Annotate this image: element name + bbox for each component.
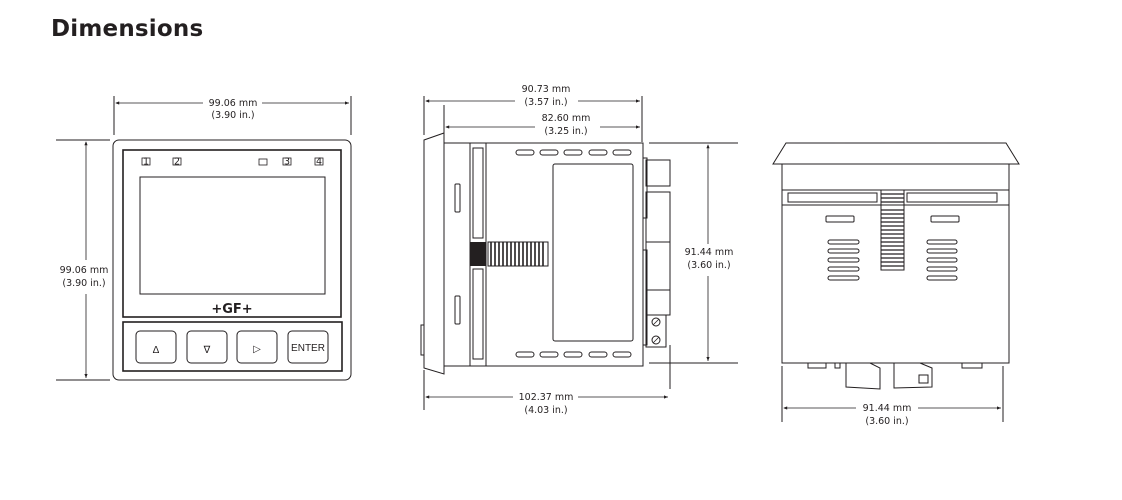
total-depth-dimension: 102.37 mm (4.03 in.) — [423, 370, 668, 416]
indicator-2: 2 — [174, 157, 180, 168]
front-height-in: (3.90 in.) — [62, 278, 105, 289]
overall-depth-dimension: 90.73 mm (3.57 in.) — [423, 84, 643, 142]
top-ribbed-clip — [880, 189, 905, 271]
front-height-mm: 99.06 mm — [60, 265, 109, 276]
front-width-mm: 99.06 mm — [209, 98, 258, 109]
top-width-mm: 91.44 mm — [863, 403, 912, 414]
up-triangle-icon: Δ — [153, 345, 160, 356]
side-bezel — [423, 132, 445, 375]
front-width-dimension: 99.06 mm (3.90 in.) — [113, 96, 352, 135]
indicator-1: 1 — [143, 157, 149, 168]
total-depth-in: (4.03 in.) — [524, 405, 567, 416]
top-width-dimension: 91.44 mm (3.60 in.) — [781, 366, 1004, 427]
mounting-clip — [470, 241, 549, 267]
side-view: 90.73 mm (3.57 in.) 82.60 mm (3.25 in.) — [420, 84, 738, 416]
front-width-in: (3.90 in.) — [211, 110, 254, 121]
top-view: 91.44 mm (3.60 in.) — [772, 142, 1020, 427]
front-view: 99.06 mm (3.90 in.) 99.06 mm (3.90 in.) … — [56, 96, 352, 381]
body-depth-mm: 82.60 mm — [542, 113, 591, 124]
front-bezel — [112, 139, 352, 381]
side-vents — [515, 149, 632, 358]
total-depth-mm: 102.37 mm — [519, 392, 574, 403]
lcd-screen — [139, 176, 326, 295]
overall-depth-in: (3.57 in.) — [524, 97, 567, 108]
side-label-area — [552, 163, 634, 342]
body-depth-dimension: 82.60 mm (3.25 in.) — [443, 105, 640, 140]
keypad-panel — [122, 321, 343, 372]
side-height-mm: 91.44 mm — [685, 247, 734, 258]
down-triangle-icon: ∇ — [203, 345, 211, 356]
front-height-dimension: 99.06 mm (3.90 in.) — [56, 139, 110, 381]
rear-connectors — [642, 157, 671, 389]
top-width-in: (3.60 in.) — [865, 416, 908, 427]
indicator-4: 4 — [316, 157, 322, 168]
indicator-3: 3 — [284, 157, 290, 168]
indicator-leds: 1 2 3 4 — [141, 157, 324, 168]
side-height-dimension: 91.44 mm (3.60 in.) — [649, 142, 738, 364]
gf-logo: +GF+ — [211, 302, 252, 317]
right-triangle-icon: ▷ — [253, 344, 261, 355]
page-title: Dimensions — [51, 16, 204, 42]
display-panel — [122, 149, 342, 318]
top-bezel — [772, 142, 1020, 165]
top-vents — [827, 239, 958, 281]
down-button[interactable]: ∇ — [186, 330, 228, 364]
body-depth-in: (3.25 in.) — [544, 126, 587, 137]
up-button[interactable]: Δ — [135, 330, 177, 364]
overall-depth-mm: 90.73 mm — [522, 84, 571, 95]
side-height-in: (3.60 in.) — [687, 260, 730, 271]
right-button[interactable]: ▷ — [236, 330, 278, 364]
enter-label: ENTER — [291, 343, 325, 354]
enter-button[interactable]: ENTER — [287, 330, 329, 364]
top-rear-connectors — [807, 362, 983, 390]
